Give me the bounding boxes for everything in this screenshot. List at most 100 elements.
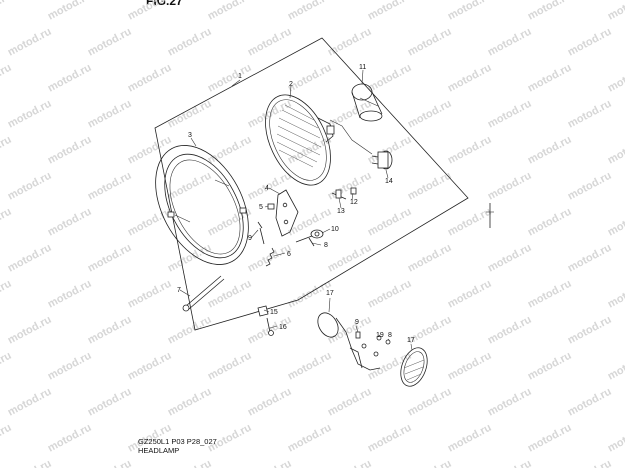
- grommet: [308, 229, 324, 247]
- watermark-text: motod.ru: [46, 62, 94, 95]
- watermark-text: motod.ru: [86, 242, 134, 275]
- watermark-text: motod.ru: [366, 278, 414, 311]
- callout-17a: 17: [326, 290, 334, 297]
- callout-12: 12: [350, 199, 358, 206]
- watermark-text: motod.ru: [446, 206, 494, 239]
- adjuster-screw: [331, 187, 357, 200]
- watermark-text: motod.ru: [166, 314, 214, 347]
- callout-11: 11: [359, 64, 366, 71]
- watermark-text: motod.ru: [326, 386, 374, 419]
- watermark-text: motod.ru: [6, 314, 54, 347]
- watermark-text: motod.ru: [0, 422, 14, 455]
- watermark-text: motod.ru: [446, 0, 494, 23]
- watermark-text: motod.ru: [446, 278, 494, 311]
- watermark-text: motod.ru: [0, 206, 14, 239]
- watermark-text: motod.ru: [326, 458, 374, 468]
- headlamp-mount-bracket: [275, 189, 299, 237]
- watermark-text: motod.ru: [126, 0, 174, 23]
- watermark-text: motod.ru: [526, 134, 574, 167]
- watermark-text: motod.ru: [86, 26, 134, 59]
- watermark-text: motod.ru: [126, 350, 174, 383]
- callout-labels: 1 2 3 4 5 6 7 8 8 9 9 10 11 12 13 14 15 …: [177, 64, 415, 344]
- watermark-text: motod.ru: [366, 422, 414, 455]
- watermark-text: motod.ru: [246, 26, 294, 59]
- reflector-stay: [317, 312, 428, 387]
- callout-2: 2: [289, 81, 293, 88]
- watermark-text: motod.ru: [206, 350, 254, 383]
- watermark-text: motod.ru: [126, 206, 174, 239]
- watermark-text: motod.ru: [326, 26, 374, 59]
- watermark-text: motod.ru: [86, 314, 134, 347]
- watermark-text: motod.ru: [606, 350, 625, 383]
- watermark-text: motod.ru: [46, 278, 94, 311]
- watermark-text: motod.ru: [86, 170, 134, 203]
- watermark-text: motod.ru: [166, 98, 214, 131]
- callout-8a: 8: [324, 242, 328, 249]
- callout-1: 1: [238, 73, 242, 80]
- watermark-text: motod.ru: [486, 26, 534, 59]
- leader-lines: [179, 69, 413, 351]
- watermark-text: motod.ru: [526, 0, 574, 23]
- watermark-text: motod.ru: [46, 134, 94, 167]
- headlamp-bulb: [371, 150, 393, 170]
- callout-4: 4: [265, 185, 269, 192]
- callout-9b: 9: [355, 319, 359, 326]
- watermark-text: motod.ru: [486, 386, 534, 419]
- watermark-text: motod.ru: [606, 422, 625, 455]
- watermark-text: motod.ru: [406, 386, 454, 419]
- watermark-text: motod.ru: [86, 458, 134, 468]
- watermark-text: motod.ru: [526, 350, 574, 383]
- callout-10: 10: [331, 226, 339, 233]
- watermark-text: motod.ru: [246, 386, 294, 419]
- watermark-text: motod.ru: [286, 206, 334, 239]
- watermark-text: motod.ru: [526, 62, 574, 95]
- watermark-text: motod.ru: [6, 98, 54, 131]
- watermark-text: motod.ru: [566, 242, 614, 275]
- watermark-text: motod.ru: [406, 242, 454, 275]
- watermark-text: motod.ru: [446, 422, 494, 455]
- callout-17b: 17: [407, 337, 415, 344]
- watermark-text: motod.ru: [46, 422, 94, 455]
- figure-title: FIG.27: [146, 0, 183, 8]
- watermark-text: motod.ru: [246, 242, 294, 275]
- watermark-text: motod.ru: [566, 314, 614, 347]
- callout-7: 7: [177, 287, 181, 294]
- long-mounting-bolt: [182, 275, 225, 312]
- watermark-text: motod.ru: [486, 458, 534, 468]
- watermark-text: motod.ru: [406, 26, 454, 59]
- callout-8b: 8: [388, 332, 392, 339]
- watermark-text: motod.ru: [366, 350, 414, 383]
- watermark-text: motod.ru: [446, 62, 494, 95]
- watermark-text: motod.ru: [246, 458, 294, 468]
- watermark-text: motod.ru: [6, 458, 54, 468]
- watermark-text: motod.ru: [606, 0, 625, 23]
- watermark-text: motod.ru: [526, 206, 574, 239]
- callout-15: 15: [270, 309, 278, 316]
- watermark-text: motod.ru: [166, 26, 214, 59]
- watermark-text: motod.ru: [566, 170, 614, 203]
- watermark-text: motod.ru: [46, 0, 94, 23]
- section-name-caption: HEADLAMP: [138, 446, 180, 455]
- watermark-text: motod.ru: [6, 170, 54, 203]
- watermark-text: motod.ru: [46, 350, 94, 383]
- watermark-text: motod.ru: [606, 62, 625, 95]
- watermark-text: motod.ru: [406, 98, 454, 131]
- watermark-text: motod.ru: [286, 422, 334, 455]
- watermark-text: motod.ru: [326, 170, 374, 203]
- watermark-text: motod.ru: [446, 134, 494, 167]
- watermark-text: motod.ru: [206, 134, 254, 167]
- watermark-text: motod.ru: [166, 170, 214, 203]
- callout-19: 19: [376, 332, 384, 339]
- watermark-text: motod.ru: [566, 98, 614, 131]
- watermark-text: motod.ru: [166, 242, 214, 275]
- callout-9a: 9: [248, 235, 252, 242]
- watermark-text: motod.ru: [206, 0, 254, 23]
- watermark-text: motod.ru: [486, 98, 534, 131]
- watermark-text: motod.ru: [566, 386, 614, 419]
- watermark-text: motod.ru: [6, 242, 54, 275]
- watermark-text: motod.ru: [6, 386, 54, 419]
- reflector-hardware: [355, 331, 391, 345]
- watermark-text: motod.ru: [166, 386, 214, 419]
